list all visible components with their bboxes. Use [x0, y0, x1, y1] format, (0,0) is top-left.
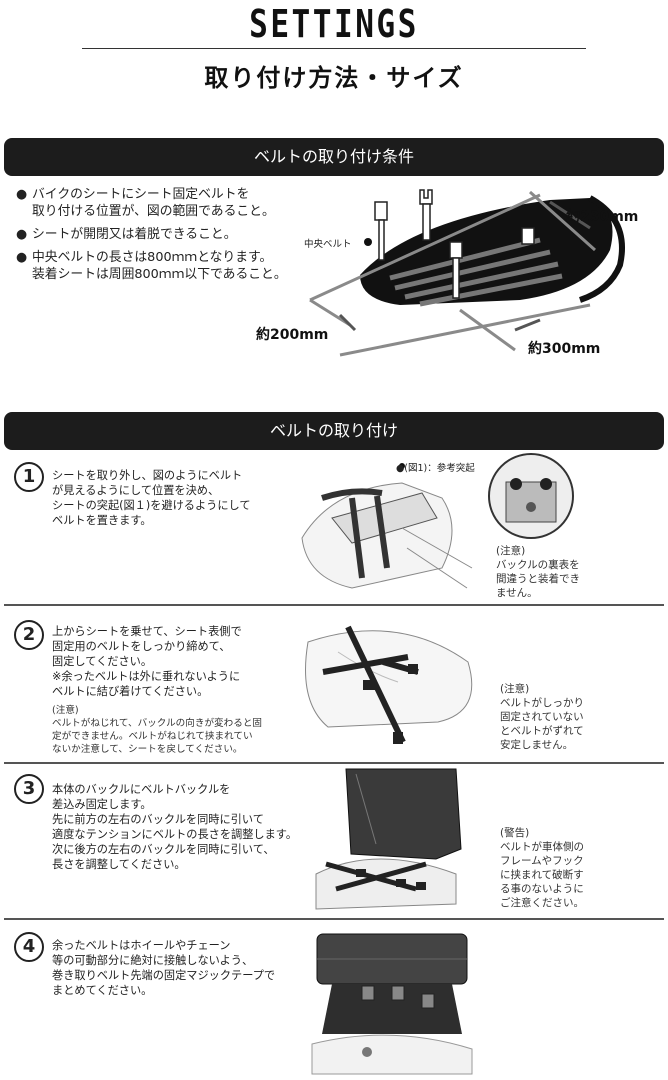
step-number-2: 2	[14, 620, 44, 650]
step-1-note: (注意) バックルの裏表を 間違うと装着でき ません。	[496, 545, 580, 599]
figure-1-label: ●(図1)：参考突起	[396, 463, 475, 474]
condition-text: 中央ベルトの長さは800ｍｍとなります。 装着シートは周囲800ｍｍ以下であるこ…	[32, 250, 287, 282]
step-divider	[4, 604, 664, 606]
bullet-icon: ●	[16, 227, 28, 242]
condition-item: ● シートが開閉又は着脱できること。	[16, 226, 316, 243]
figure-1-closeup	[488, 453, 574, 539]
step-divider	[4, 762, 664, 764]
step-2-note: (注意) ベルトがしっかり 固定されていない とベルトがずれて 安定しません。	[500, 683, 584, 751]
bullet-icon: ●	[16, 187, 28, 202]
conditions-list: ● バイクのシートにシート固定ベルトを 取り付ける位置が、図の範囲であること。 ●…	[16, 186, 316, 289]
dimension-left: 約200mm	[256, 327, 329, 343]
step-4-text: 余ったベルトはホイールやチェーン 等の可動部分に絶対に接触しないよう、 巻き取り…	[52, 939, 276, 997]
step-3-note: (警告) ベルトが車体側の フレームやフック に挟まれて破断す る事のないように…	[500, 827, 584, 909]
step-3-illustration	[315, 768, 462, 910]
step-2-small-note: (注意) ベルトがねじれて、バックルの向きが変わると固 定ができません。ベルトが…	[52, 705, 263, 755]
step-number-4: 4	[14, 932, 44, 962]
step-4-illustration	[311, 933, 473, 1075]
step-2-illustration	[305, 625, 473, 744]
section-heading-conditions: ベルトの取り付け条件	[4, 138, 664, 176]
dimension-right: 約300mm	[528, 341, 601, 357]
step-1-illustration	[301, 463, 473, 589]
step-3-text: 本体のバックルにベルトバックルを 差込み固定します。 先に前方の左右のバックルを…	[52, 783, 298, 871]
step-number-3: 3	[14, 774, 44, 804]
step-1-text: シートを取り外し、図のようにベルト が見えるようにして位置を決め、 シートの突起…	[52, 469, 251, 527]
condition-item: ● 中央ベルトの長さは800ｍｍとなります。 装着シートは周囲800ｍｍ以下である…	[16, 249, 316, 283]
step-divider	[4, 918, 664, 920]
step-2-text: 上からシートを乗せて、シート表側で 固定用のベルトをしっかり締めて、 固定してく…	[52, 625, 242, 698]
condition-item: ● バイクのシートにシート固定ベルトを 取り付ける位置が、図の範囲であること。	[16, 186, 316, 220]
belt-position-diagram	[309, 189, 625, 357]
section-heading-installation: ベルトの取り付け	[4, 412, 664, 450]
step-number-1: 1	[14, 462, 44, 492]
center-belt-label: 中央ベルト	[304, 239, 352, 250]
condition-text: シートが開閉又は着脱できること。	[32, 227, 237, 242]
page-subtitle: 取り付け方法・サイズ	[204, 64, 464, 92]
bullet-icon: ●	[16, 250, 28, 265]
dimension-top: 約230mm	[566, 209, 639, 225]
condition-text: バイクのシートにシート固定ベルトを 取り付ける位置が、図の範囲であること。	[32, 187, 275, 219]
page-title: SETTINGS	[249, 2, 419, 46]
title-divider	[82, 48, 586, 49]
